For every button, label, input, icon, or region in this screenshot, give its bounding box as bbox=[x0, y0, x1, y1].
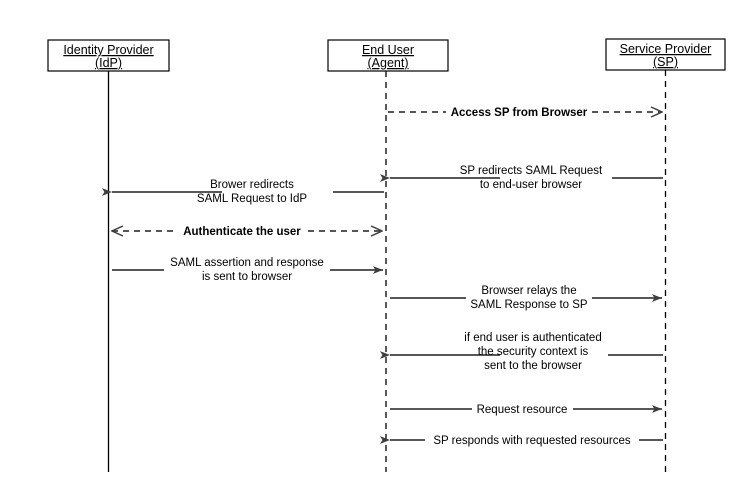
message-6-label-line1: Browser relays the bbox=[481, 285, 576, 297]
message-1-access-sp-from-browser[interactable]: Access SP from Browser bbox=[388, 107, 662, 119]
participant-idp-name-line1: Identity Provider bbox=[63, 43, 153, 57]
message-7-label-line1: if end user is authenticated bbox=[464, 332, 601, 344]
message-3-label-line1: Brower redirects bbox=[210, 179, 294, 191]
message-8-request-resource[interactable]: Request resource bbox=[390, 404, 662, 416]
message-2-sp-redirects-saml-request[interactable]: SP redirects SAML Request to end-user br… bbox=[380, 165, 663, 191]
message-9-label-line1: SP responds with requested resources bbox=[433, 435, 631, 447]
message-7-security-context-sent-to-browser[interactable]: if end user is authenticated the securit… bbox=[380, 332, 663, 372]
participant-idp-name-line2: (IdP) bbox=[95, 56, 122, 70]
message-5-saml-assertion-and-response[interactable]: SAML assertion and response is sent to b… bbox=[112, 257, 383, 283]
participant-sp-name-line1: Service Provider bbox=[620, 42, 712, 56]
participant-enduser-name-line2: (Agent) bbox=[368, 56, 409, 70]
message-3-label-line2: SAML Request to IdP bbox=[197, 193, 307, 205]
message-4-label-line1: Authenticate the user bbox=[183, 226, 301, 238]
participant-enduser-name-line1: End User bbox=[362, 43, 414, 57]
message-6-browser-relays-saml-response[interactable]: Browser relays the SAML Response to SP bbox=[390, 285, 662, 311]
participant-box-enduser[interactable]: End User (Agent) bbox=[327, 39, 449, 72]
participant-sp-name-line2: (SP) bbox=[653, 55, 678, 69]
message-7-label-line2: the security context is bbox=[478, 346, 589, 358]
message-6-label-line2: SAML Response to SP bbox=[470, 299, 588, 311]
message-7-label-line3: sent to the browser bbox=[484, 360, 582, 372]
message-1-label-line1: Access SP from Browser bbox=[451, 107, 588, 119]
message-9-sp-responds-with-requested-resources[interactable]: SP responds with requested resources bbox=[380, 435, 663, 447]
message-3-browser-redirects-saml-request-to-idp[interactable]: Brower redirects SAML Request to IdP bbox=[102, 179, 384, 205]
participant-box-sp[interactable]: Service Provider (SP) bbox=[605, 38, 726, 71]
message-5-label-line2: is sent to browser bbox=[202, 271, 292, 283]
message-2-label-line1: SP redirects SAML Request bbox=[460, 165, 603, 177]
message-2-label-line2: to end-user browser bbox=[480, 179, 582, 191]
message-4-authenticate-the-user[interactable]: Authenticate the user bbox=[112, 226, 382, 238]
message-8-label-line1: Request resource bbox=[477, 404, 568, 416]
participant-box-idp[interactable]: Identity Provider (IdP) bbox=[47, 39, 170, 72]
message-5-label-line1: SAML assertion and response bbox=[170, 257, 324, 269]
